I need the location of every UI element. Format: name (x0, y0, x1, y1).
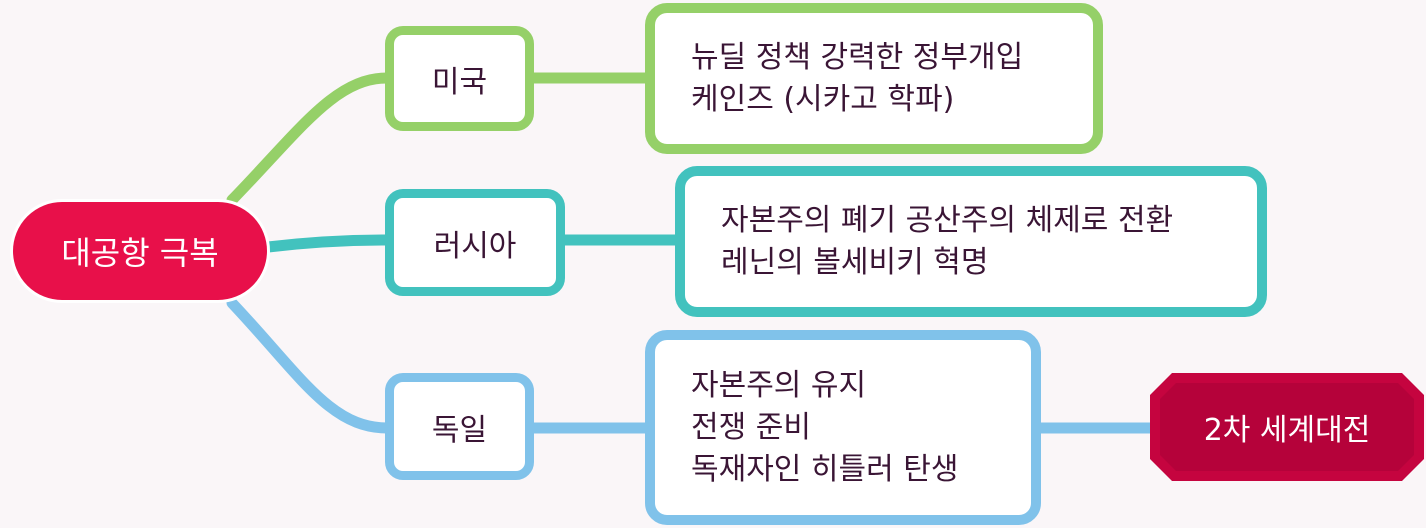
detail-line: 독재자인 히틀러 탄생 (691, 451, 959, 487)
detail-line: 전쟁 준비 (691, 409, 811, 445)
detail-node-us[interactable]: 뉴딜 정책 강력한 정부개입 케인즈 (시카고 학파) (645, 3, 1103, 154)
branch-node-russia[interactable]: 러시아 (385, 189, 565, 296)
detail-line: 자본주의 폐기 공산주의 체제로 전환 (721, 202, 1174, 238)
outcome-node-germany[interactable]: 2차 세계대전 (1150, 373, 1424, 481)
branch-label-germany: 독일 (431, 412, 488, 448)
connector-root-germany (226, 297, 393, 434)
branch-node-us[interactable]: 미국 (385, 26, 534, 131)
detail-node-russia[interactable]: 자본주의 폐기 공산주의 체제로 전환 레닌의 볼세비키 혁명 (675, 166, 1267, 317)
root-label: 대공항 극복 (61, 234, 219, 272)
branch-node-germany[interactable]: 독일 (385, 373, 534, 480)
branch-label-russia: 러시아 (433, 228, 517, 264)
detail-node-germany[interactable]: 자본주의 유지 전쟁 준비 독재자인 히틀러 탄생 (645, 330, 1041, 525)
branch-label-us: 미국 (431, 64, 488, 100)
root-node[interactable]: 대공항 극복 (10, 199, 270, 303)
detail-line: 레닌의 볼세비키 혁명 (721, 244, 989, 280)
detail-line: 자본주의 유지 (691, 367, 867, 403)
connector-root-russia (262, 234, 393, 253)
outcome-node-inner (1160, 383, 1414, 471)
detail-line: 뉴딜 정책 강력한 정부개입 (691, 39, 1024, 75)
outcome-label: 2차 세계대전 (1203, 413, 1371, 448)
connector-root-us (226, 72, 393, 206)
detail-line: 케인즈 (시카고 학파) (691, 81, 955, 117)
